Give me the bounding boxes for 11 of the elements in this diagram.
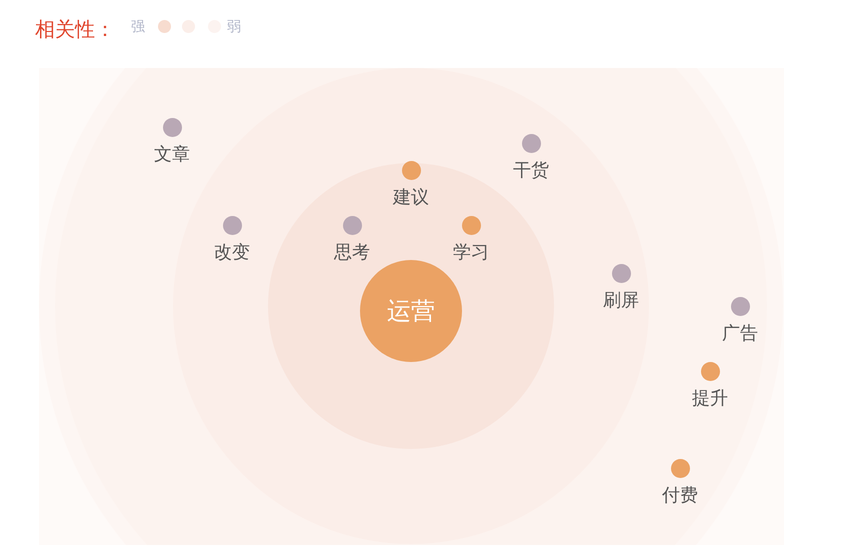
- keyword-label: 改变: [213, 242, 251, 264]
- keyword-label: 文章: [153, 144, 191, 166]
- legend-title: 相关性：: [35, 16, 115, 42]
- keyword-label: 建议: [392, 187, 430, 209]
- keyword-label: 提升: [691, 388, 729, 410]
- keyword-label: 付费: [661, 485, 699, 507]
- legend-label: 强: [131, 18, 145, 36]
- legend-label: 弱: [227, 18, 241, 36]
- keyword-label: 广告: [721, 323, 759, 345]
- keyword-label: 干货: [512, 160, 550, 182]
- keyword-label: 刷屏: [602, 290, 640, 312]
